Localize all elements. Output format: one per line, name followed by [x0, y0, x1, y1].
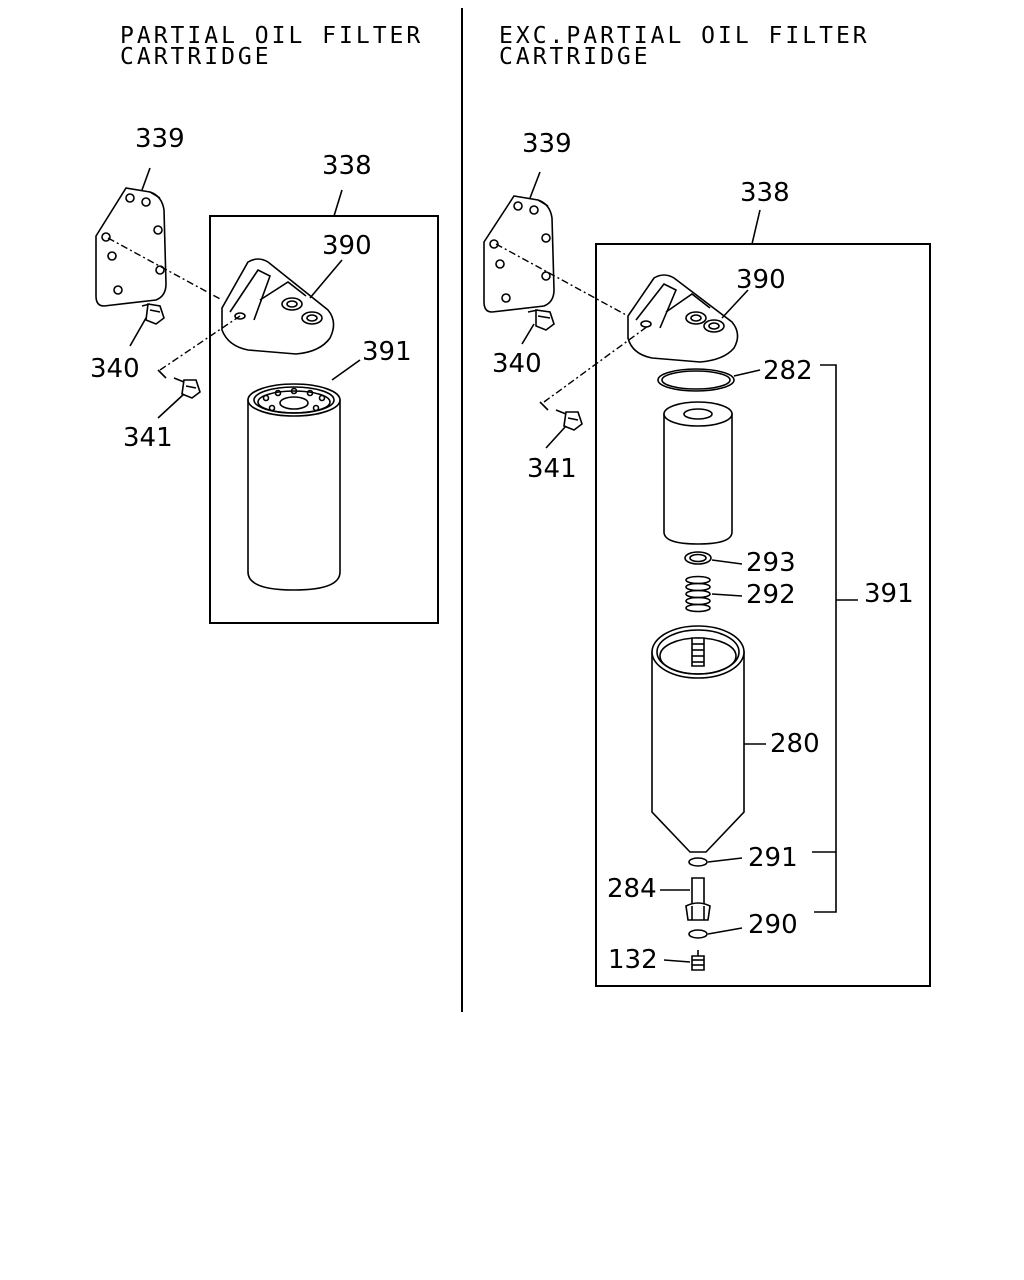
o-ring-282	[657, 368, 735, 392]
filter-case-280	[651, 625, 745, 853]
filter-element	[663, 401, 733, 545]
right-title-line1: EXC.PARTIAL OIL FILTER	[499, 23, 870, 49]
bolt-340	[527, 309, 555, 331]
label-339: 339	[135, 124, 185, 154]
label-339: 339	[522, 129, 572, 159]
label-282: 282	[763, 356, 813, 386]
bolt-341	[555, 409, 583, 431]
assembly-box-338	[209, 215, 439, 624]
label-284: 284	[607, 874, 657, 904]
label-292: 292	[746, 580, 796, 610]
label-132: 132	[608, 945, 658, 975]
left-title-line1: PARTIAL OIL FILTER	[120, 23, 423, 49]
label-338: 338	[322, 151, 372, 181]
assembly-box-338	[595, 243, 931, 987]
label-340: 340	[492, 349, 542, 379]
mounting-bracket-339	[483, 195, 555, 313]
label-390: 390	[322, 231, 372, 261]
right-title-line2: CARTRIDGE	[499, 44, 651, 70]
bolt-341	[173, 377, 201, 399]
washer-293	[684, 551, 712, 565]
center-bolt-284	[685, 877, 711, 921]
label-338: 338	[740, 178, 790, 208]
label-391: 391	[864, 579, 914, 609]
mounting-bracket-339	[95, 187, 167, 307]
gasket-291	[688, 857, 708, 867]
left-title-line2: CARTRIDGE	[120, 44, 272, 70]
oil-filter-cartridge-391	[247, 383, 341, 591]
label-293: 293	[746, 548, 796, 578]
drain-plug-132	[691, 950, 705, 971]
label-341: 341	[527, 454, 577, 484]
label-341: 341	[123, 423, 173, 453]
filter-head-390	[627, 274, 739, 363]
right-panel: EXC.PARTIAL OIL FILTER CARTRIDGE	[483, 23, 931, 987]
spring-292	[685, 575, 711, 613]
label-390: 390	[736, 265, 786, 295]
label-280: 280	[770, 729, 820, 759]
label-290: 290	[748, 910, 798, 940]
filter-head-390	[221, 258, 335, 355]
label-291: 291	[748, 843, 798, 873]
label-391: 391	[362, 337, 412, 367]
washer-290	[688, 929, 708, 939]
bracket-391	[814, 364, 837, 913]
left-panel: PARTIAL OIL FILTER CARTRIDGE	[90, 23, 439, 624]
label-340: 340	[90, 354, 140, 384]
bolt-340	[141, 303, 165, 325]
